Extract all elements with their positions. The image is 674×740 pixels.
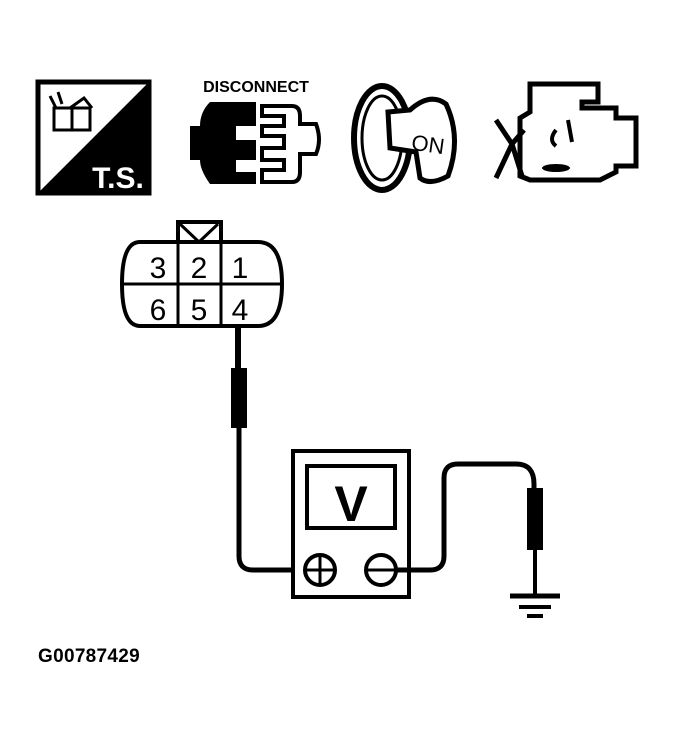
disconnect-label: DISCONNECT [203,79,309,96]
pin-4: 4 [232,294,249,327]
engine-icon [493,81,639,183]
connector-6pin: 3 2 1 6 5 4 [119,220,285,328]
pin-1: 1 [232,252,249,285]
pin-6: 6 [150,294,167,327]
voltmeter: V [291,449,411,599]
ignition-on-icon: ON [351,83,458,193]
figure-id: G00787429 [38,646,141,667]
ts-label: T.S. [92,162,144,195]
pin-3: 3 [150,252,167,285]
pin-2: 2 [191,252,208,285]
ts-icon: T.S. [35,79,152,196]
disconnect-icon: DISCONNECT [190,79,321,184]
positive-probe [231,326,300,573]
meter-display-v: V [334,476,368,532]
ignition-on-label: ON [410,130,446,159]
pin-5: 5 [191,294,208,327]
negative-probe-ground [396,461,560,618]
